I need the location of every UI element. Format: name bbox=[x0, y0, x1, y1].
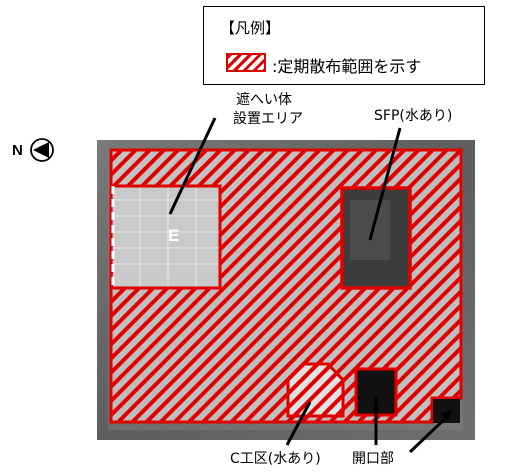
label-shield-area-line1: 遮へい体 bbox=[236, 92, 292, 108]
leader-c-area bbox=[285, 401, 312, 446]
north-arrow-icon bbox=[29, 138, 54, 162]
north-letter: N bbox=[12, 141, 23, 159]
legend-hatch-swatch bbox=[226, 53, 266, 72]
leader-shield bbox=[168, 117, 217, 215]
label-shield-area-line2: 設置エリア bbox=[233, 111, 303, 127]
shield-installation-area bbox=[113, 186, 220, 288]
label-e-marker: E bbox=[168, 226, 180, 245]
c-area bbox=[286, 362, 345, 418]
label-c-area: C工区(水あり) bbox=[230, 451, 321, 467]
north-indicator: N bbox=[12, 137, 55, 163]
label-opening: 開口部 bbox=[352, 451, 394, 467]
label-sfp: SFP(水あり) bbox=[374, 108, 453, 124]
legend-title: 【凡例】 bbox=[220, 19, 281, 37]
legend-box: 【凡例】 :定期散布範囲を示す bbox=[203, 6, 485, 85]
leader-corner bbox=[408, 412, 452, 454]
legend-item-label: :定期散布範囲を示す bbox=[272, 57, 422, 76]
leader-sfp bbox=[368, 127, 402, 241]
